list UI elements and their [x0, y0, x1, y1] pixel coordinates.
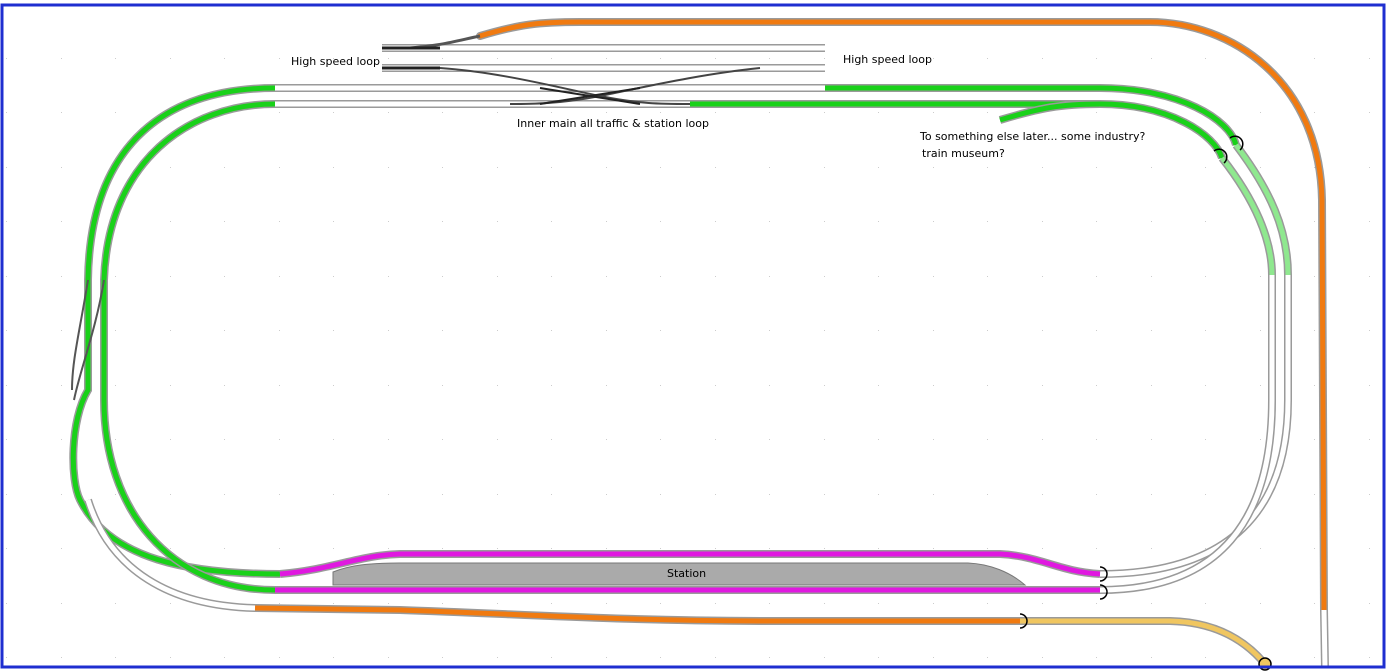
- outer-loop-orange[interactable]: [251, 18, 1328, 625]
- light-green-curves[interactable]: [1218, 142, 1292, 276]
- yellow-branch[interactable]: [1020, 617, 1269, 667]
- bracket-icon: [1019, 613, 1028, 629]
- bracket-icon: [1099, 566, 1108, 582]
- bracket-icon: [1099, 584, 1108, 600]
- label-inner-main: Inner main all traffic & station loop: [517, 117, 709, 130]
- bracket-icon: [1213, 148, 1228, 164]
- label-train-museum: train museum?: [922, 147, 1005, 160]
- station-tracks-magenta[interactable]: [275, 550, 1101, 594]
- label-future-line: To something else later... some industry…: [920, 130, 1146, 143]
- label-station: Station: [667, 567, 707, 580]
- green-outer-loop[interactable]: [69, 84, 1240, 578]
- label-high-speed-loop-left: High speed loop: [291, 55, 381, 68]
- station-platform: [332, 562, 1027, 586]
- high-speed-yard[interactable]: [382, 34, 825, 105]
- window-border: [0, 3, 1386, 669]
- left-crossover[interactable]: [71, 279, 105, 401]
- bracket-icon: [1229, 135, 1244, 151]
- white-track-sections[interactable]: [84, 84, 1292, 612]
- label-high-speed-loop-right: High speed loop: [843, 53, 933, 66]
- outer-loop-grey-end[interactable]: [1320, 609, 1329, 669]
